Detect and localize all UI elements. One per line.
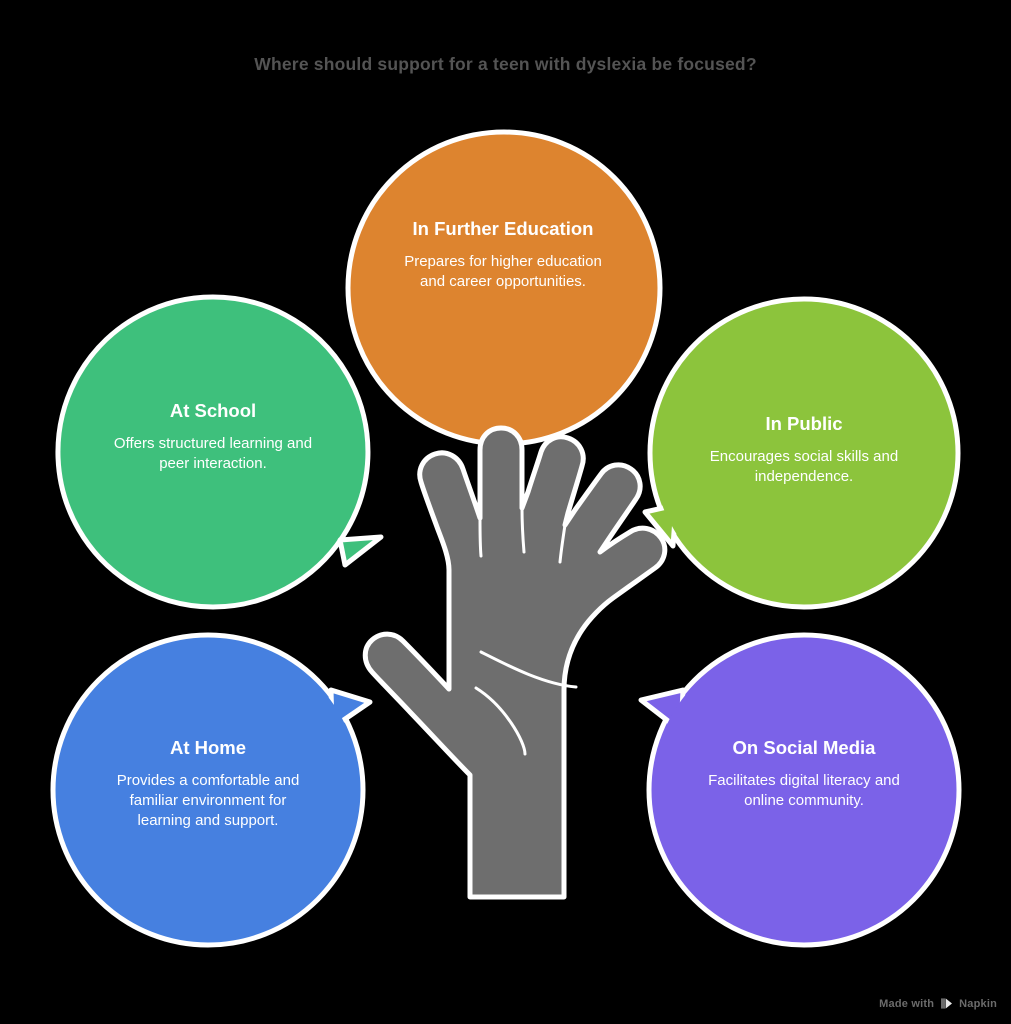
bubble-in-further-education[interactable] [345,129,663,476]
bubble-on-social-media[interactable] [638,632,962,948]
bubble-in-public-fill [653,302,955,604]
watermark-brand: Napkin [959,997,997,1010]
hand-finger-gap-3 [558,523,567,564]
napkin-logo-icon [940,997,953,1010]
hand-finger-gap-1 [478,516,483,558]
bubble-at-home-fill [56,638,360,942]
bubble-in-further-education-fill [351,135,657,441]
bubble-on-social-media-fill [652,638,956,942]
bubble-in-public[interactable] [642,296,961,610]
hand-palm-line-upper [479,650,578,689]
open-hand-icon [362,425,668,900]
page-title: Where should support for a teen with dys… [254,54,757,74]
bubble-at-home[interactable] [50,632,373,948]
hand-finger-gap-2 [520,506,526,554]
watermark: Made with Napkin [879,997,997,1010]
bubble-at-school-fill [61,300,365,604]
bubble-at-school[interactable] [55,294,384,610]
hand-palm-line-lower [474,686,527,756]
bubble-at-school-tail [337,534,384,568]
watermark-prefix: Made with [879,997,935,1010]
